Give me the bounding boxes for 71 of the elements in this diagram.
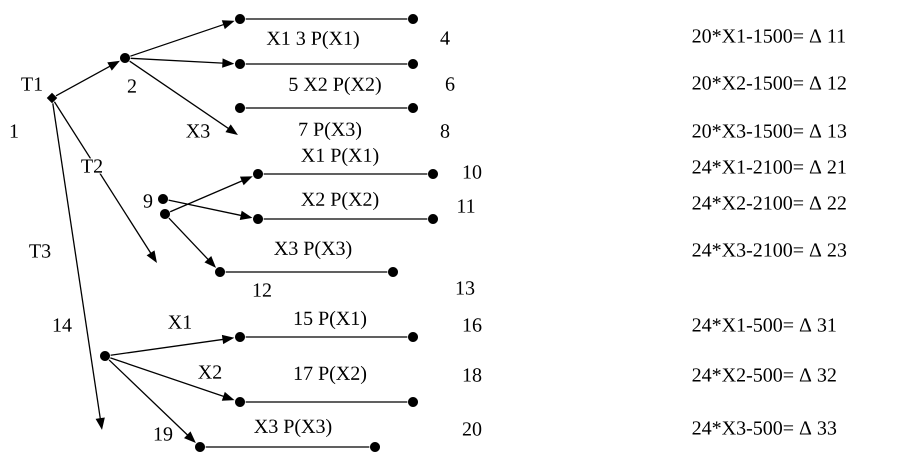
branch-line bbox=[246, 18, 408, 20]
label: 5 X2 P(X2) bbox=[290, 76, 381, 96]
branch-line bbox=[246, 401, 408, 403]
chance-dot bbox=[120, 53, 130, 63]
label: X1 3 P(X1) bbox=[266, 30, 359, 50]
chance-dot bbox=[408, 332, 418, 342]
branch-line bbox=[206, 446, 370, 448]
label: T1 bbox=[21, 77, 42, 91]
label: 12 bbox=[254, 283, 271, 297]
chance-dot bbox=[253, 214, 263, 224]
label: 8 bbox=[440, 124, 450, 138]
label: 10 bbox=[464, 165, 482, 179]
label: X3 P(X3) bbox=[274, 240, 352, 260]
chance-dot bbox=[408, 59, 418, 69]
chance-dot bbox=[235, 59, 245, 69]
label: 2 bbox=[128, 79, 136, 93]
label: X1 P(X1) bbox=[301, 148, 378, 166]
label: 20*X1-1500= Δ 11 bbox=[692, 29, 845, 43]
edge-label: T2 bbox=[80, 158, 104, 174]
branch-line bbox=[246, 63, 408, 65]
label: 20 bbox=[462, 422, 482, 436]
chance-dot bbox=[408, 397, 418, 407]
decision-diamond bbox=[46, 92, 58, 104]
chance-dot bbox=[235, 103, 245, 113]
label: 14 bbox=[54, 318, 72, 332]
label: 1 bbox=[10, 124, 18, 138]
chance-dot bbox=[253, 169, 263, 179]
chance-dot bbox=[235, 332, 245, 342]
label: 7 P(X3) bbox=[299, 122, 362, 140]
chance-dot bbox=[408, 103, 418, 113]
label: 24*X1-2100= Δ 21 bbox=[692, 160, 846, 174]
label: 15 P(X1) bbox=[294, 310, 366, 330]
label: 24*X3-500= Δ 33 bbox=[692, 421, 836, 435]
label: 17 P(X2) bbox=[294, 366, 366, 384]
chance-dot bbox=[235, 397, 245, 407]
edge-label: T3 bbox=[28, 243, 52, 259]
label: 9 bbox=[144, 194, 152, 208]
label: 20*X2-1500= Δ 12 bbox=[692, 76, 846, 90]
branch-line bbox=[226, 271, 388, 273]
branch-line bbox=[264, 173, 428, 175]
edge-label: X3 bbox=[184, 123, 212, 139]
chance-dot bbox=[235, 14, 245, 24]
label: 18 bbox=[464, 368, 482, 382]
label: X2 P(X2) bbox=[301, 192, 378, 210]
label: 24*X3-2100= Δ 23 bbox=[692, 243, 846, 257]
label: 4 bbox=[440, 31, 450, 45]
label: 19 bbox=[154, 427, 172, 441]
chance-dot bbox=[158, 194, 168, 204]
branch-line bbox=[264, 218, 428, 220]
chance-dot bbox=[428, 169, 438, 179]
edge-label: X2 bbox=[196, 364, 224, 380]
chance-dot bbox=[370, 442, 380, 452]
label: 20*X3-1500= Δ 13 bbox=[692, 124, 846, 138]
chance-dot bbox=[160, 209, 170, 219]
label: 24*X1-500= Δ 31 bbox=[692, 318, 836, 332]
chance-dot bbox=[408, 14, 418, 24]
edge-label: X1 bbox=[166, 314, 194, 330]
label: X3 P(X3) bbox=[254, 418, 332, 438]
chance-dot bbox=[428, 214, 438, 224]
label: 24*X2-500= Δ 32 bbox=[692, 368, 836, 382]
branch-line bbox=[246, 107, 408, 109]
label: 11 bbox=[458, 199, 474, 213]
label: 13 bbox=[456, 281, 474, 295]
label: 6 bbox=[446, 77, 454, 91]
branch-line bbox=[246, 336, 408, 338]
label: 16 bbox=[464, 318, 482, 332]
chance-dot bbox=[215, 267, 225, 277]
label: 24*X2-2100= Δ 22 bbox=[692, 196, 846, 210]
chance-dot bbox=[388, 267, 398, 277]
chance-dot bbox=[100, 351, 110, 361]
chance-dot bbox=[195, 442, 205, 452]
